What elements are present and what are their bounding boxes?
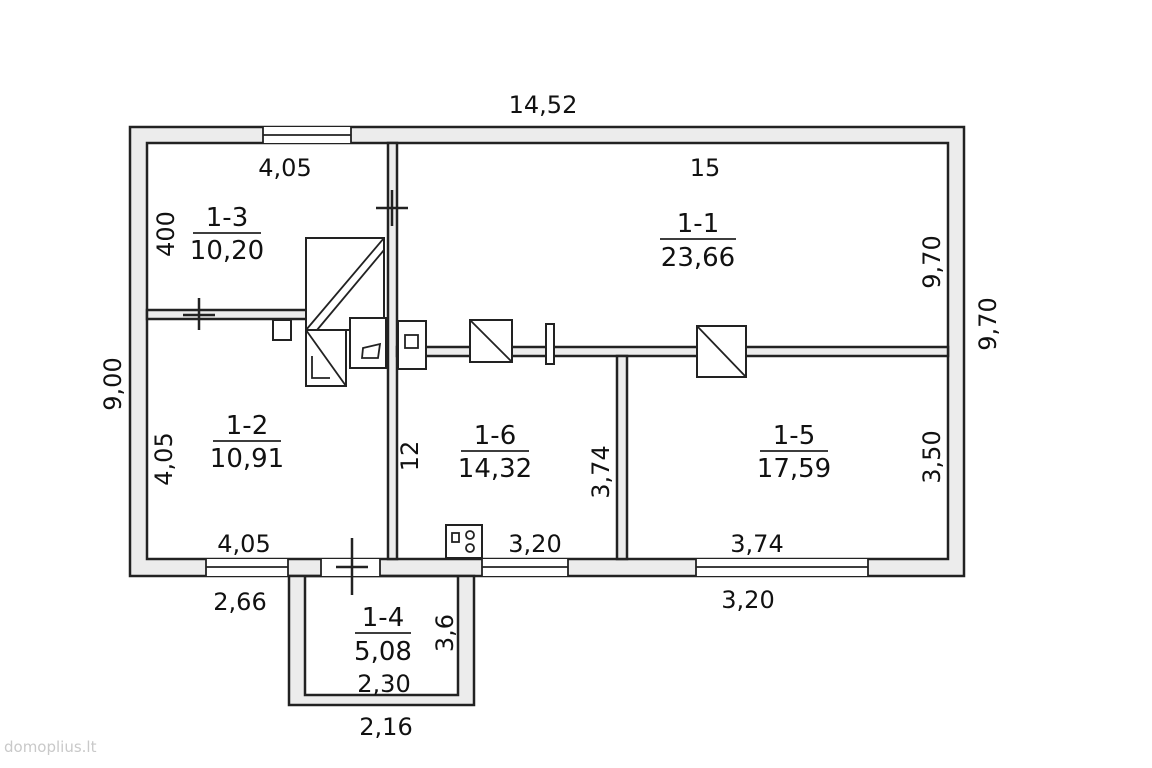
- ventilation-box-right: [696, 325, 747, 378]
- dim-room12-bottom: 4,05: [217, 530, 270, 558]
- dim-room14-inner: 2,30: [357, 670, 410, 698]
- watermark: domoplius.lt: [4, 738, 97, 756]
- room-label-1-6: 1-6 14,32: [458, 421, 532, 484]
- room-area: 17,59: [757, 454, 831, 484]
- dim-overall-left: 9,00: [99, 357, 127, 410]
- entrance-door: [320, 538, 381, 595]
- room-label-1-2: 1-2 10,91: [210, 411, 284, 474]
- stove-block: [272, 237, 387, 387]
- partition-v-rooms: [615, 354, 629, 561]
- dim-room15-bottom: 3,74: [730, 530, 783, 558]
- room-id: 1-3: [206, 203, 248, 233]
- door-symbol-room13: [376, 190, 408, 226]
- dim-room16-left: 12: [396, 441, 424, 472]
- dim-room11-top: 15: [690, 154, 721, 182]
- dim-room11-side: 9,70: [918, 235, 946, 288]
- outer-wall: [128, 125, 966, 578]
- room-id: 1-6: [474, 421, 516, 451]
- room-label-1-5: 1-5 17,59: [757, 421, 831, 484]
- dim-room13-top: 4,05: [258, 154, 311, 182]
- window-bottom-mid: [481, 559, 569, 576]
- dim-room14-bottom: 2,16: [359, 713, 412, 741]
- door-symbol-room12: [183, 298, 215, 330]
- ventilation-box-left: [469, 319, 513, 363]
- dim-overall-right: 9,70: [974, 297, 1002, 350]
- vestibule-wall: [287, 574, 476, 707]
- dim-top-overall: 14,52: [509, 91, 578, 119]
- window-bottom-right: [695, 559, 869, 576]
- window-top: [262, 127, 352, 143]
- room-label-1-3: 1-3 10,20: [190, 203, 264, 266]
- room-label-1-4: 1-4 5,08: [354, 603, 412, 667]
- dim-room15-side: 3,50: [918, 430, 946, 483]
- partition-h-left: [145, 308, 309, 321]
- room-id: 1-4: [362, 603, 404, 633]
- dim-bottom-right: 3,20: [721, 586, 774, 614]
- room-area: 10,20: [190, 236, 264, 266]
- window-bottom-left: [205, 559, 289, 576]
- room-area: 14,32: [458, 454, 532, 484]
- dim-room16-right: 3,74: [587, 445, 615, 498]
- kitchen-stove: [445, 524, 483, 559]
- dim-room13-side: 400: [152, 211, 180, 257]
- room-id: 1-5: [773, 421, 815, 451]
- room-area: 23,66: [661, 243, 735, 273]
- dim-room14-side: 3,6: [431, 614, 459, 652]
- room-area: 10,91: [210, 444, 284, 474]
- room-id: 1-1: [677, 209, 719, 239]
- room-label-1-1: 1-1 23,66: [660, 209, 736, 273]
- dim-room12-side: 4,05: [150, 432, 178, 485]
- chimney-box: [397, 320, 427, 370]
- room-area: 5,08: [354, 637, 412, 667]
- pipe-marker: [545, 323, 555, 365]
- room-id: 1-2: [226, 411, 268, 441]
- dim-room16-bottom: 3,20: [508, 530, 561, 558]
- dim-bottom-left: 2,66: [213, 588, 266, 616]
